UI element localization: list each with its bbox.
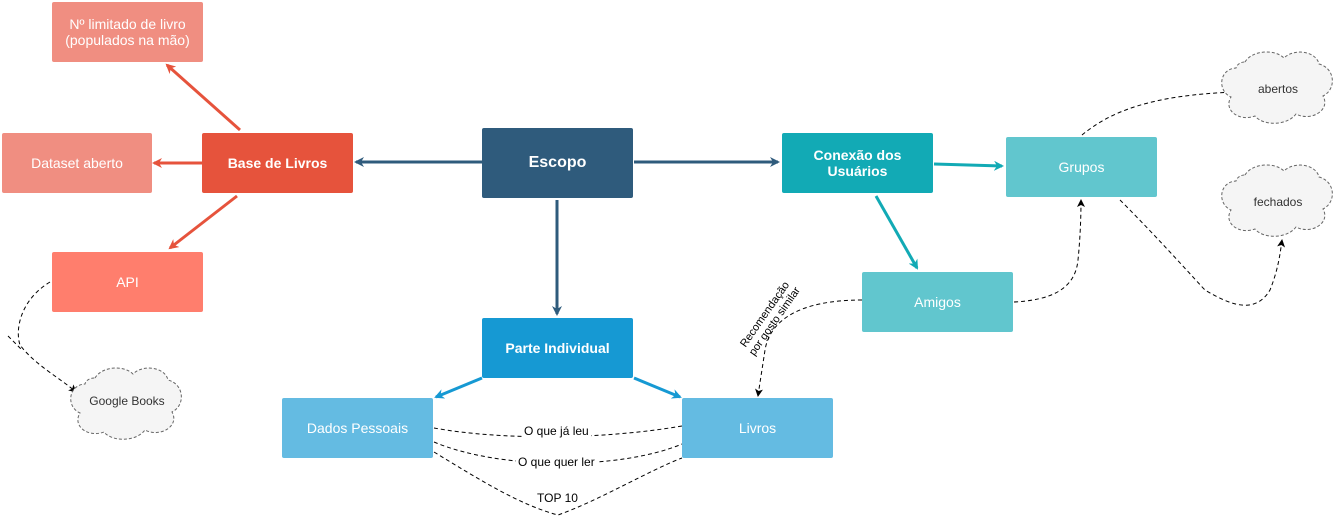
node-dataset-aberto-label: Dataset aberto [31,155,123,171]
node-api-label: API [116,274,139,290]
edge-top10 [433,451,683,516]
node-conexao-label: Conexão dos Usuários [813,147,902,179]
node-escopo[interactable]: Escopo [482,128,633,198]
cloud-fechados [1221,164,1333,237]
node-livros-label: Livros [738,420,777,436]
node-livros[interactable]: Livros [682,398,833,458]
edge-grupos-fechados [1119,199,1286,306]
node-grupos[interactable]: Grupos [1006,137,1157,197]
cloud-abertos-label: abertos [1257,82,1299,96]
node-api[interactable]: API [52,252,203,312]
node-amigos-label: Amigos [914,294,961,310]
edge-base-limitado [165,63,241,132]
edge-parte-dados [434,376,483,399]
edge-label-top10: TOP 10 [535,491,580,505]
node-parte-individual[interactable]: Parte Individual [482,318,633,378]
node-grupos-label: Grupos [1058,159,1105,175]
cloud-google-books-label: Google Books [89,394,165,408]
edge-amigos-livros [755,299,863,397]
node-base-de-livros[interactable]: Base de Livros [202,133,353,193]
node-dataset-aberto[interactable]: Dataset aberto [2,133,152,193]
edge-label-ja-leu: O que já leu [522,424,591,438]
edge-ja-leu [433,425,683,438]
node-parte-individual-label: Parte Individual [505,340,610,356]
cloud-abertos [1221,51,1333,124]
node-base-de-livros-label: Base de Livros [227,155,328,171]
edge-conexao-amigos [874,195,919,270]
node-escopo-label: Escopo [528,154,587,171]
node-limitado-label: Nº limitado de livro (populados na mão) [65,16,190,48]
cloud-fechados-label: fechados [1253,195,1303,209]
edge-api-google [17,281,77,393]
node-limitado[interactable]: Nº limitado de livro (populados na mão) [52,2,203,62]
edge-parte-livros [633,376,682,399]
edge-base-api [168,194,238,250]
edge-api-google-stub [7,335,23,351]
node-amigos[interactable]: Amigos [862,272,1013,332]
edge-label-quer-ler: O que quer ler [516,455,597,469]
node-conexao-dos-usuarios[interactable]: Conexão dos Usuários [782,133,933,193]
node-dados-pessoais-label: Dados Pessoais [306,420,409,436]
cloud-google-books [70,367,182,440]
node-dados-pessoais[interactable]: Dados Pessoais [282,398,433,458]
edge-grupos-abertos [1081,88,1237,136]
edge-conexao-grupos [933,160,1004,171]
edge-amigos-grupos [1013,199,1085,303]
